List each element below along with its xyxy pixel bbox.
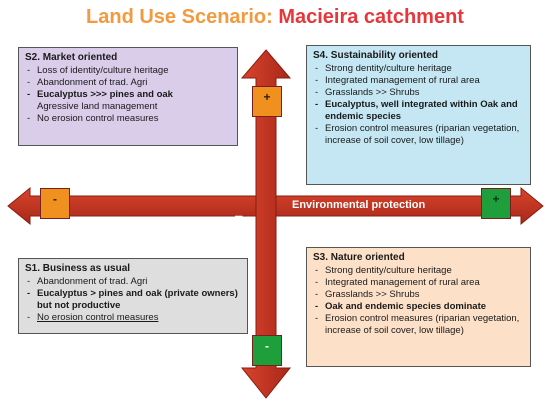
s4-item: Erosion control measures (riparian veget… [313, 123, 524, 147]
sign-bottom-minus: - [252, 335, 282, 366]
s3-item: Grasslands >> Shrubs [313, 289, 524, 301]
scenario-s1-box: S1. Business as usual Abandonment of tra… [18, 258, 248, 334]
s3-item: Integrated management of rural area [313, 277, 524, 289]
s4-item: Strong dentity/culture heritage [313, 63, 524, 75]
s2-heading: S2. Market oriented [25, 52, 118, 63]
s2-item: Agressive land management [37, 101, 158, 112]
scenario-s4-box: S4. Sustainability oriented Strong denti… [306, 45, 531, 185]
vertical-axis-arrow [240, 49, 292, 399]
s1-item: No erosion control measures [25, 312, 241, 324]
s3-heading: S3. Nature oriented [313, 252, 405, 263]
s4-item: Grasslands >> Shrubs [313, 87, 524, 99]
s4-list: Strong dentity/culture heritage Integrat… [313, 63, 524, 147]
title-part-1: Land Use Scenario: [86, 6, 273, 28]
s3-list: Strong dentity/culture heritage Integrat… [313, 265, 524, 337]
s1-list: Abandonment of trad. Agri Eucalyptus > p… [25, 276, 241, 324]
s4-heading: S4. Sustainability oriented [313, 50, 439, 61]
s3-item: Erosion control measures (riparian veget… [313, 313, 524, 337]
sign-right-plus: + [481, 188, 511, 219]
s1-item: Eucalyptus > pines and oak (private owne… [25, 288, 241, 312]
s3-item: Strong dentity/culture heritage [313, 265, 524, 277]
environmental-protection-label: Environmental protection [292, 199, 426, 211]
s3-item: Oak and endemic species dominate [313, 301, 524, 313]
s2-item: Loss of identity/culture heritage [25, 65, 231, 77]
diagram-title: Land Use Scenario: Macieira catchment [0, 6, 550, 29]
scenario-s3-box: S3. Nature oriented Strong dentity/cultu… [306, 247, 531, 367]
s4-item: Eucalyptus, well integrated within Oak a… [313, 99, 524, 123]
title-part-2: Macieira catchment [278, 6, 464, 28]
s2-list: Loss of identity/culture heritage Abando… [25, 65, 231, 125]
sign-top-plus: + [252, 86, 282, 117]
scenario-s2-box: S2. Market oriented Loss of identity/cul… [18, 47, 238, 146]
sign-left-minus: - [40, 188, 70, 219]
s2-item: No erosion control measures [25, 113, 231, 125]
s1-item: Abandonment of trad. Agri [25, 276, 241, 288]
s2-item: Abandonment of trad. Agri [25, 77, 231, 89]
s4-item: Integrated management of rural area [313, 75, 524, 87]
s1-heading: S1. Business as usual [25, 263, 131, 274]
s2-item: Eucalyptus >>> pines and oak [25, 89, 231, 101]
